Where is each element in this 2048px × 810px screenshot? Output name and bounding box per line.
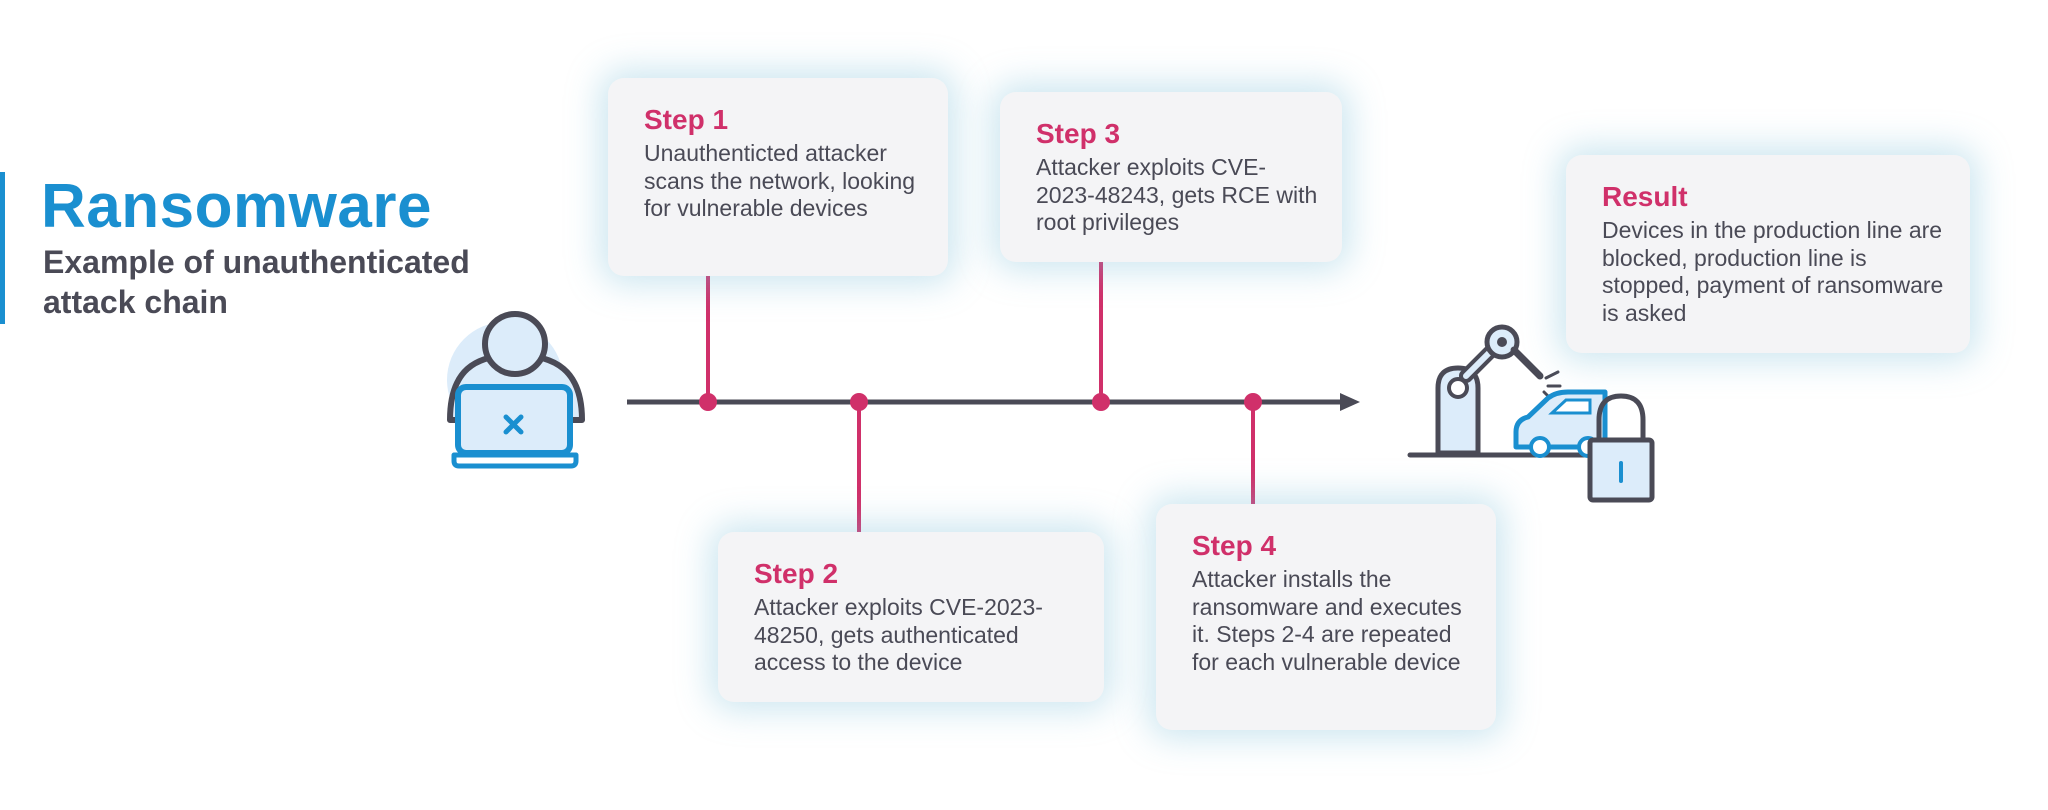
- step-2-text: Attacker exploits CVE-2023-48250, gets a…: [754, 594, 1043, 675]
- result-text: Devices in the production line are block…: [1602, 217, 1944, 326]
- step-1-text: Unauthenticted attacker scans the networ…: [644, 140, 916, 221]
- robot-arm-car-lock-icon: [1407, 324, 1655, 503]
- result-title: Result: [1602, 181, 1688, 212]
- step-4-title: Step 4: [1192, 530, 1277, 561]
- step-3-title: Step 3: [1036, 118, 1121, 149]
- step-4-text: Attacker installs the ransomware and exe…: [1192, 566, 1462, 675]
- step-4-card: Step 4 Attacker installs the ransomware …: [1156, 504, 1496, 730]
- step-1-title: Step 1: [644, 104, 729, 135]
- result-card: Result Devices in the production line ar…: [1566, 155, 1970, 353]
- step-2-card: Step 2 Attacker exploits CVE-2023-48250,…: [718, 532, 1104, 702]
- step-1-card: Step 1 Unauthenticted attacker scans the…: [608, 78, 948, 276]
- step-2-title: Step 2: [754, 558, 839, 589]
- timeline-dot-step-2: [850, 393, 868, 411]
- timeline-dot-step-3: [1092, 393, 1110, 411]
- title-block: Ransomware Example of unauthenticated at…: [0, 172, 565, 324]
- step-3-card: Step 3 Attacker exploits CVE-2023-48243,…: [1000, 92, 1342, 262]
- diagram-subtitle: Example of unauthenticated attack chain: [43, 244, 470, 320]
- attacker-laptop-icon: [447, 311, 585, 469]
- step-3-text: Attacker exploits CVE-2023-48243, gets R…: [1036, 154, 1318, 235]
- timeline-dot-step-1: [699, 393, 717, 411]
- timeline-arrowhead: [1340, 393, 1360, 411]
- diagram-title: Ransomware: [41, 172, 432, 241]
- timeline-dot-step-4: [1244, 393, 1262, 411]
